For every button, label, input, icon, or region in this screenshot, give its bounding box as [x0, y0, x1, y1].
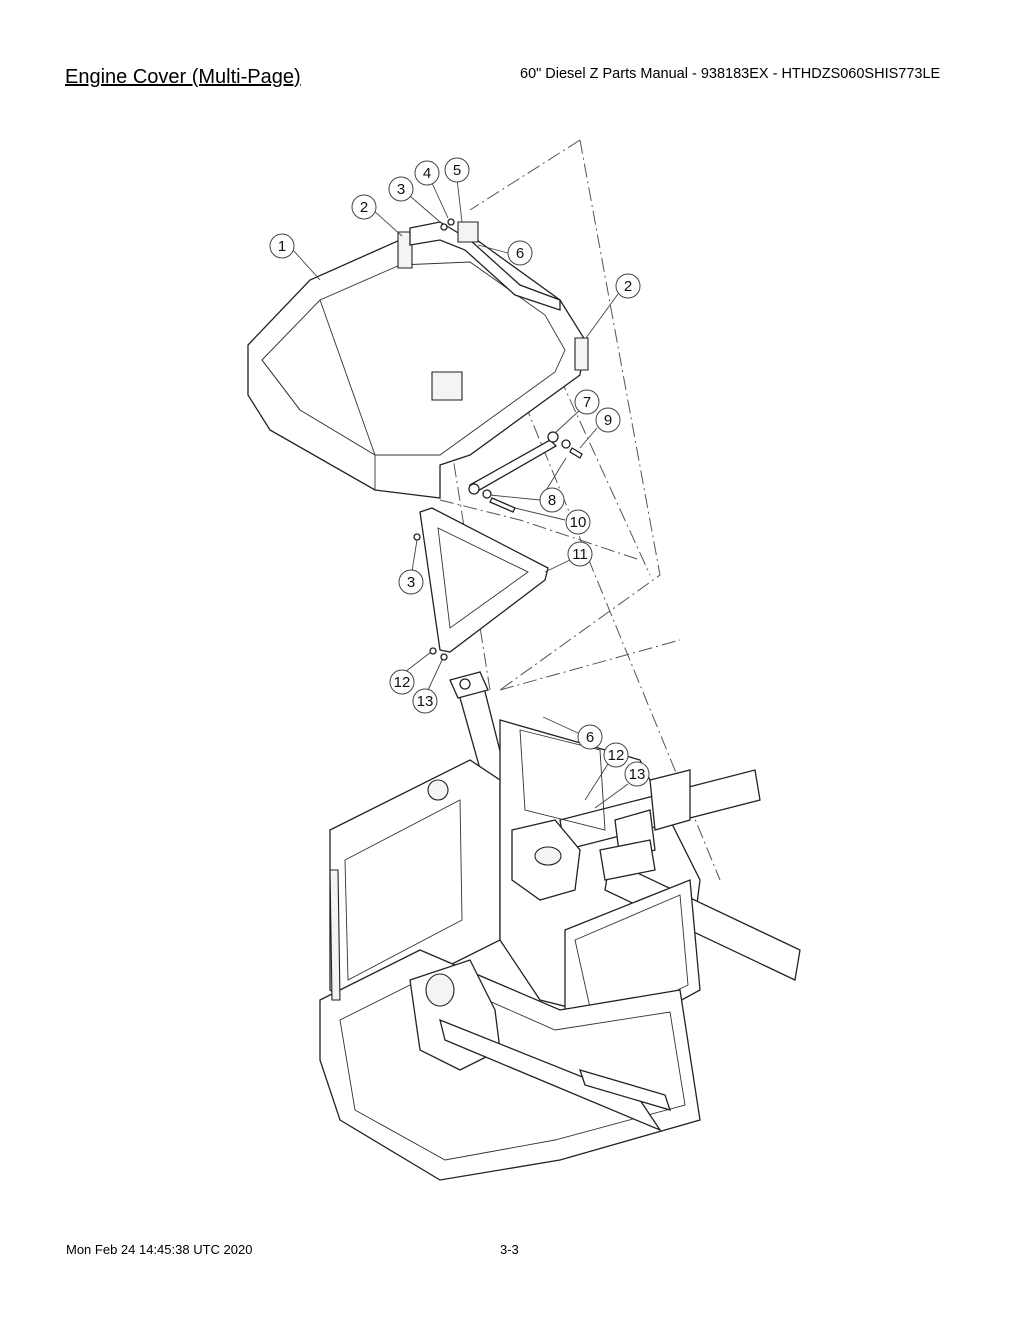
- svg-text:1: 1: [278, 238, 286, 255]
- page-title: Engine Cover (Multi-Page): [65, 66, 301, 88]
- callout-12b: 12: [603, 742, 629, 768]
- svg-text:7: 7: [583, 394, 591, 411]
- svg-text:12: 12: [394, 674, 411, 691]
- manual-header: 60" Diesel Z Parts Manual - 938183EX - H…: [520, 66, 941, 82]
- svg-text:6: 6: [586, 729, 594, 746]
- callout-12: 12: [389, 669, 415, 695]
- leader-lines: [292, 178, 629, 809]
- chassis-frame: [319, 671, 801, 1181]
- svg-text:8: 8: [548, 492, 556, 509]
- callout-8: 8: [539, 487, 565, 513]
- callout-13b: 13: [624, 761, 650, 787]
- callout-13: 13: [412, 688, 438, 714]
- callout-10: 10: [565, 509, 591, 535]
- svg-text:5: 5: [453, 162, 461, 179]
- callout-2: 2: [351, 194, 377, 220]
- callout-4: 4: [414, 160, 440, 186]
- svg-text:4: 4: [423, 165, 431, 182]
- callout-1: 1: [269, 233, 295, 259]
- callout-9: 9: [595, 407, 621, 433]
- svg-text:3: 3: [397, 181, 405, 198]
- footer-page-number: 3-3: [500, 1242, 519, 1257]
- triangle-bracket-part: [419, 507, 549, 653]
- rod-hardware: [413, 218, 583, 661]
- svg-text:11: 11: [572, 546, 588, 563]
- footer-timestamp: Mon Feb 24 14:45:38 UTC 2020: [66, 1242, 253, 1257]
- callout-3b: 3: [398, 569, 424, 595]
- svg-text:13: 13: [417, 693, 434, 710]
- callout-3: 3: [388, 176, 414, 202]
- svg-text:9: 9: [604, 412, 612, 429]
- callout-5: 5: [444, 157, 470, 183]
- svg-text:10: 10: [570, 514, 587, 531]
- callout-6: 6: [507, 240, 533, 266]
- callout-7: 7: [574, 389, 600, 415]
- svg-text:2: 2: [360, 199, 368, 216]
- svg-text:13: 13: [629, 766, 646, 783]
- svg-text:3: 3: [407, 574, 415, 591]
- callout-2b: 2: [615, 273, 641, 299]
- callout-11: 11: [567, 541, 593, 567]
- svg-text:6: 6: [516, 245, 524, 262]
- engine-cover-part: [247, 221, 589, 499]
- svg-text:2: 2: [624, 278, 632, 295]
- svg-text:12: 12: [608, 747, 625, 764]
- callout-6b: 6: [577, 724, 603, 750]
